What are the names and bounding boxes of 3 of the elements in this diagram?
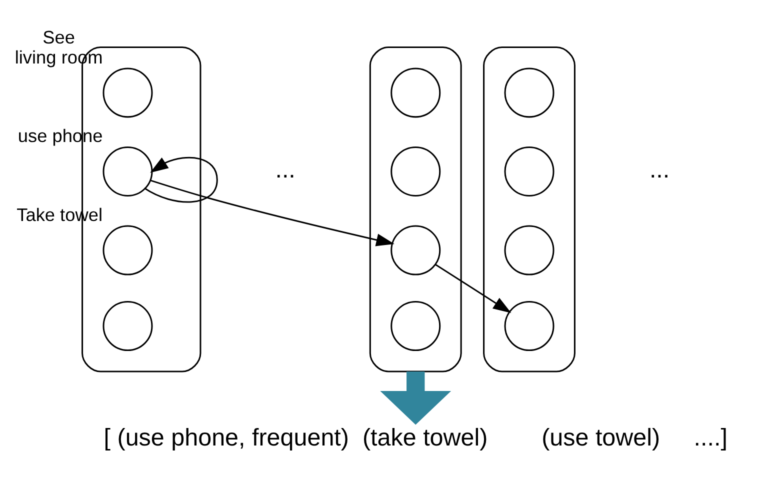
label: ...	[275, 156, 296, 184]
node-text: [ (use phone, frequent) (take towel) (use towel) ....]	[104, 424, 728, 452]
label: ...	[649, 156, 670, 184]
